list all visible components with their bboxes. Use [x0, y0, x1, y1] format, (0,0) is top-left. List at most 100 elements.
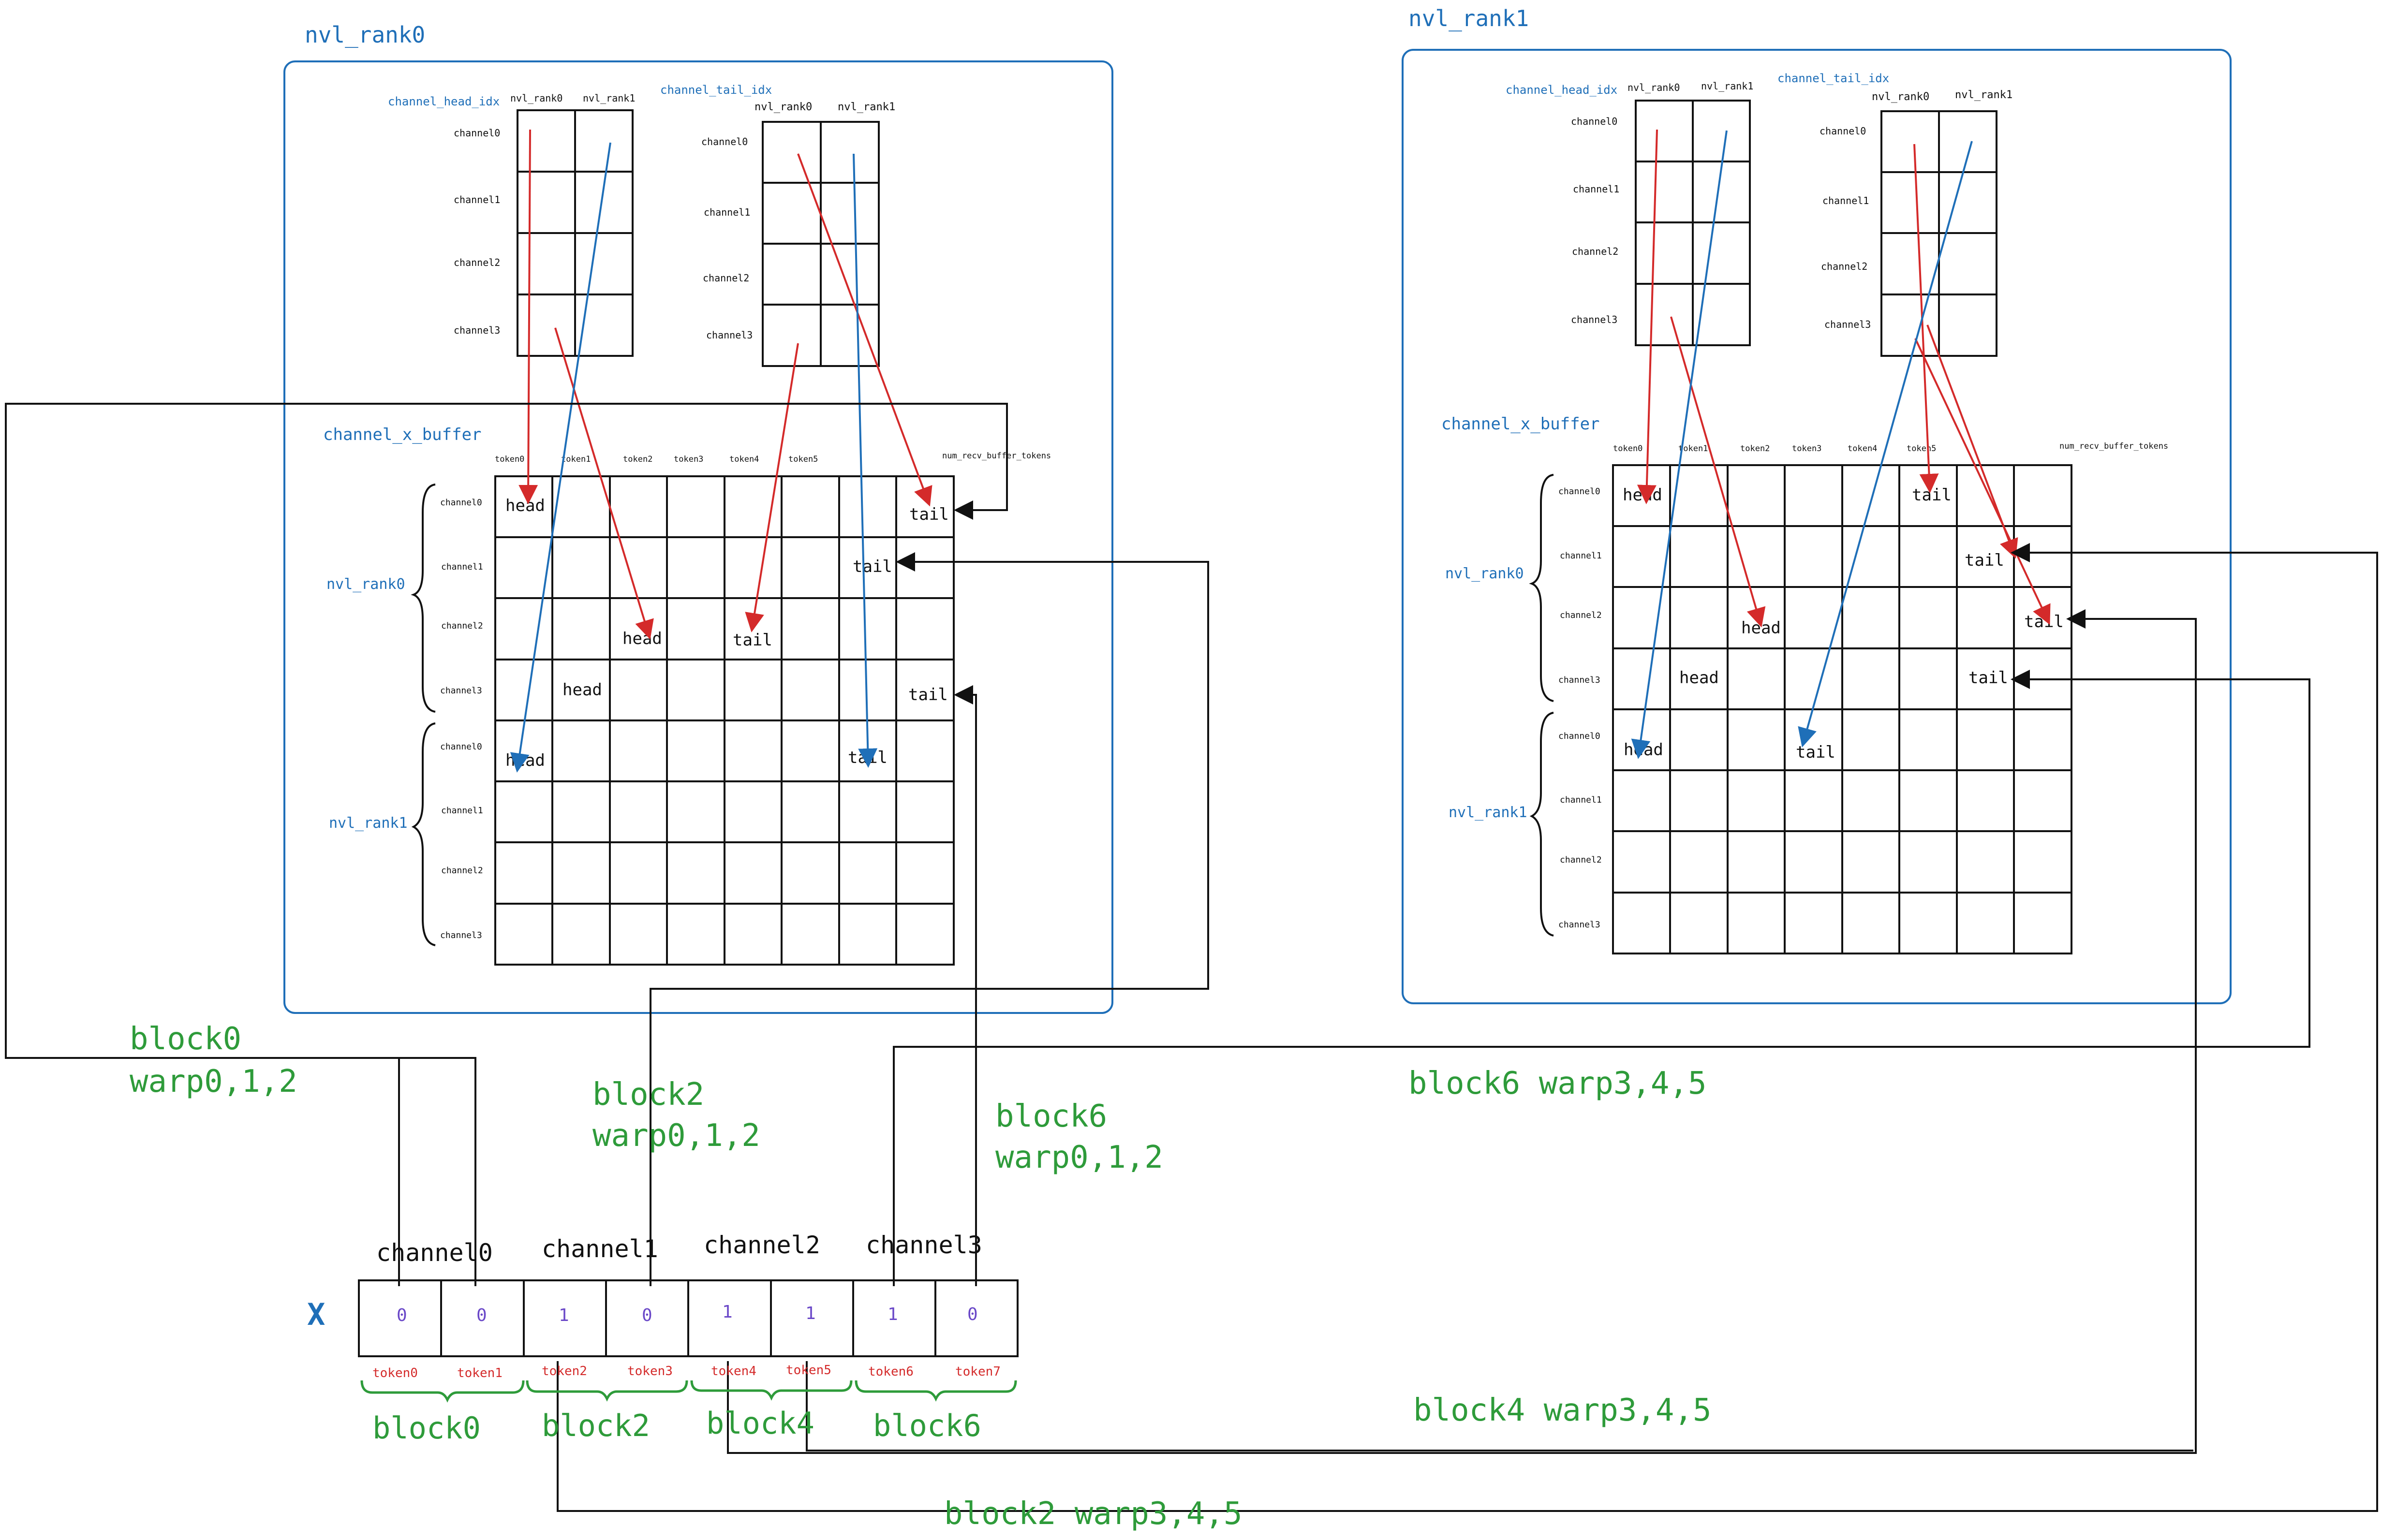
x-block-0: block0 [372, 1410, 481, 1446]
block6-connector [954, 685, 977, 1286]
rank0-mark-3: head [622, 629, 662, 648]
rank0-mark-5: head [562, 680, 602, 700]
rank1-tail-arrow-r1c3 [1926, 324, 2018, 559]
rank0-buffer-group0: nvl_rank0 [326, 576, 405, 593]
rank0-buffer-token5: token5 [788, 455, 818, 464]
rank1-brace-group1 [1529, 712, 1554, 937]
x-value-5: 1 [805, 1304, 816, 1323]
rank1-head-idx-row0: channel0 [1571, 116, 1617, 127]
x-value-3: 0 [642, 1305, 652, 1325]
rank1-tail-idx-row3: channel3 [1824, 319, 1871, 330]
rank1-head-idx-col0: nvl_rank0 [1627, 82, 1680, 93]
x-token-3: token3 [627, 1364, 673, 1379]
rank0-buffer-row6: channel2 [441, 865, 483, 876]
x-channel-1: channel1 [542, 1235, 658, 1263]
rank1-buffer-token3: token3 [1792, 444, 1821, 454]
x-token-0: token0 [372, 1366, 418, 1380]
rank0-brace-group1 [411, 722, 436, 946]
x-token-4: token4 [711, 1364, 756, 1379]
block6-warp-label: warp0,1,2 [995, 1140, 1163, 1175]
rank1-head-idx-title: channel_head_idx [1506, 83, 1617, 97]
rank0-head-arrow-c0 [518, 129, 538, 504]
rank0-head-idx-row0: channel0 [454, 127, 500, 139]
rank1-mark-1: tail [1912, 485, 1952, 505]
rank1-buffer-token1: token1 [1678, 444, 1708, 454]
rank0-head-idx-table: channel_head_idx nvl_rank0 nvl_rank1 cha… [388, 92, 635, 357]
rank1-buffer-title: channel_x_buffer [1441, 414, 1600, 434]
rank1-head-idx-table: channel_head_idx nvl_rank0 nvl_rank1 cha… [1506, 80, 1753, 346]
x-symbol: X [307, 1297, 325, 1332]
rank1-tail-idx-col1: nvl_rank1 [1955, 89, 2012, 101]
rank0-buffer-row5: channel1 [441, 806, 483, 816]
rank0-buffer-title: channel_x_buffer [323, 425, 482, 444]
rank1-mark-7: head [1624, 740, 1663, 760]
block2-connector [650, 552, 1209, 1286]
rank0-mark-6: tail [908, 685, 948, 704]
x-block-2: block4 [706, 1406, 814, 1441]
rank1-buffer-row0: channel0 [1558, 486, 1600, 497]
rank0-buffer-group1: nvl_rank1 [329, 815, 408, 832]
rank1-tail-arrow-r1 [1798, 141, 1973, 748]
rank1-buffer-token5: token5 [1907, 444, 1936, 454]
block4-warp345-label: block4 warp3,4,5 [1413, 1393, 1712, 1428]
rank1-buffer-group1: nvl_rank1 [1449, 804, 1527, 821]
rank1-head-idx-row1: channel1 [1573, 183, 1619, 195]
x-block-3: block6 [873, 1408, 981, 1443]
block6-label: block6 [995, 1099, 1107, 1134]
rank0-mark-7: head [505, 751, 545, 770]
x-value-1: 0 [476, 1305, 487, 1325]
rank0-tail-idx-row3: channel3 [706, 329, 753, 341]
rank1-tail-arrow-c3 [1914, 338, 2051, 625]
rank0-tail-idx-row2: channel2 [703, 272, 749, 284]
block4-warp345-connector [727, 609, 2197, 1454]
rank0-mark-0: head [505, 496, 545, 515]
rank1-tail-idx-row2: channel2 [1821, 261, 1867, 272]
rank1-buffer-group0: nvl_rank0 [1445, 565, 1524, 582]
rank0-buffer-token2: token2 [623, 455, 652, 464]
x-value-6: 1 [888, 1305, 898, 1324]
x-token-1: token1 [457, 1366, 503, 1380]
x-block-1: block2 [542, 1408, 650, 1443]
rank1-buffer-row6: channel2 [1560, 855, 1602, 865]
rank0-buffer-token3: token3 [674, 455, 703, 464]
rank1-head-idx-col1: nvl_rank1 [1701, 80, 1753, 92]
x-token-6: token6 [868, 1364, 914, 1379]
block0-label: block0 [130, 1021, 241, 1057]
rank0-head-idx-title: channel_head_idx [388, 95, 500, 108]
rank1-buffer-token4: token4 [1848, 444, 1877, 454]
rank1-mark-0: head [1623, 485, 1662, 505]
x-array: X 0 0 1 0 1 1 1 0 token0 token1 token2 t… [307, 1231, 1019, 1446]
rank1-buffer-extra-col: num_recv_buffer_tokens [2059, 441, 2168, 451]
block6-warp345-connector [893, 670, 2310, 1286]
block2-warp345-label: block2 warp3,4,5 [944, 1496, 1243, 1532]
rank1-mark-5: head [1679, 668, 1719, 688]
block2-warp-label: warp0,1,2 [592, 1118, 760, 1154]
block-connectors [5, 403, 2378, 1512]
rank1-buffer-row4: channel0 [1558, 731, 1600, 741]
rank0-head-arrow-r1 [510, 142, 611, 773]
rank1-head-arrow-c0 [1637, 129, 1658, 504]
rank1-buffer: channel_x_buffer token0 token1 token2 to… [1441, 414, 2168, 954]
rank0-head-idx-col1: nvl_rank1 [583, 92, 635, 104]
rank0-buffer-row7: channel3 [440, 930, 482, 940]
x-value-2: 1 [559, 1305, 569, 1325]
rank0-head-idx-row3: channel3 [454, 324, 500, 336]
x-channel-2: channel2 [704, 1231, 820, 1259]
rank0-buffer: channel_x_buffer token0 token1 token2 to… [323, 425, 1051, 966]
x-token-5: token5 [786, 1363, 831, 1378]
rank0-head-idx-row1: channel1 [454, 194, 500, 205]
rank1-panel: nvl_rank1 channel_head_idx nvl_rank0 nvl… [1402, 5, 2232, 1004]
rank1-tail-idx-table: channel_tail_idx nvl_rank0 nvl_rank1 cha… [1777, 72, 2012, 357]
warp-labels: block0 warp0,1,2 block2 warp0,1,2 block6… [130, 1021, 1712, 1532]
rank0-tail-idx-row0: channel0 [701, 136, 748, 147]
rank0-head-idx-col0: nvl_rank0 [510, 92, 562, 104]
rank0-buffer-extra-col: num_recv_buffer_tokens [942, 451, 1051, 461]
rank0-mark-1: tail [909, 505, 949, 524]
x-block-braces [360, 1380, 1017, 1403]
rank0-buffer-row0: channel0 [440, 498, 482, 508]
rank1-head-idx-row3: channel3 [1571, 314, 1617, 325]
x-token-2: token2 [542, 1364, 587, 1379]
x-channel-0: channel0 [376, 1239, 493, 1267]
rank0-tail-idx-col1: nvl_rank1 [838, 101, 895, 113]
